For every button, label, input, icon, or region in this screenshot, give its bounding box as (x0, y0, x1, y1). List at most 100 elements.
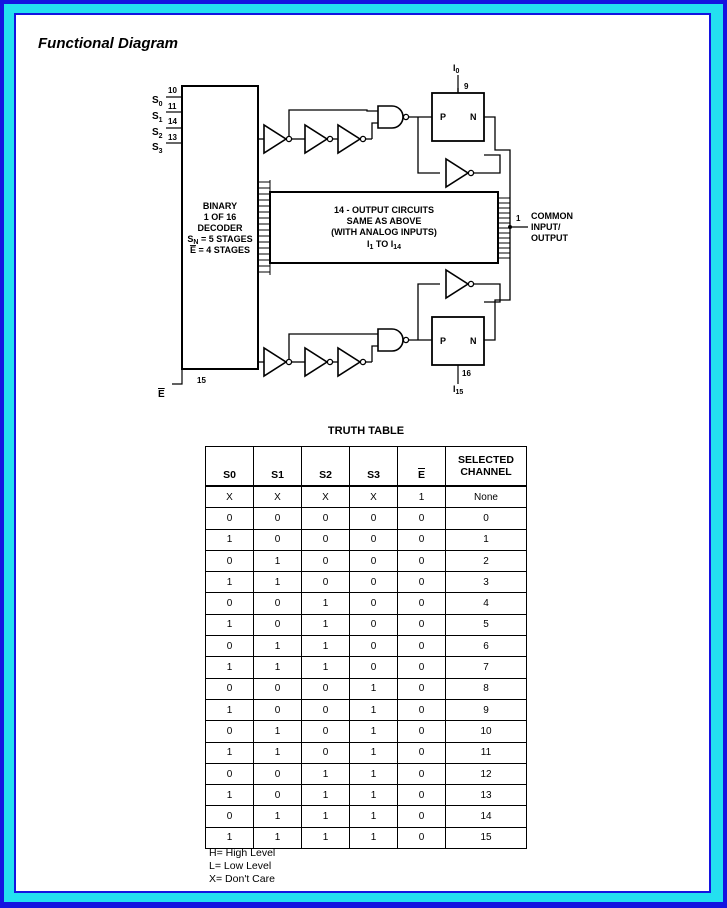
table-cell: 9 (445, 698, 527, 722)
bottom-chain-wires (258, 227, 511, 363)
table-cell: 1 (349, 741, 398, 764)
table-cell: X (301, 485, 350, 509)
common-output-label-2: INPUT/ (531, 222, 561, 232)
table-cell: 0 (253, 528, 302, 551)
table-cell: 0 (397, 762, 446, 786)
table-cell: 15 (445, 826, 527, 850)
buffer-bottom-2 (304, 347, 334, 377)
table-cell: X (253, 485, 302, 509)
table-cell: 0 (301, 549, 350, 573)
table-cell: 1 (301, 592, 350, 615)
decoder-label-1: BINARY (203, 201, 237, 211)
switch-top-p: P (440, 112, 446, 122)
table-cell: 0 (301, 571, 350, 594)
table-cell: 12 (445, 762, 527, 786)
decoder-label-3: DECODER (197, 223, 243, 233)
table-cell: 5 (445, 613, 527, 637)
header-s1: S1 (253, 446, 302, 487)
table-cell: 1 (349, 762, 398, 786)
table-cell: 1 (301, 784, 350, 807)
table-cell: 0 (397, 528, 446, 551)
table-cell: 1 (205, 528, 254, 551)
select-input-s2: S2 (152, 127, 163, 140)
table-cell: 1 (253, 826, 302, 850)
switch-bottom-n: N (470, 336, 477, 346)
table-cell: 0 (301, 528, 350, 551)
table-cell: 1 (253, 549, 302, 573)
enable-line (172, 369, 183, 385)
table-cell: 0 (349, 571, 398, 594)
table-cell: 0 (301, 677, 350, 700)
table-cell: 1 (253, 720, 302, 743)
switch-box-bottom (431, 316, 485, 366)
table-cell: 0 (205, 677, 254, 700)
buffer-bottom-3 (337, 347, 367, 377)
pin-10: 10 (168, 86, 177, 95)
decoder-output-lines (257, 180, 271, 275)
table-cell: 1 (349, 805, 398, 828)
table-cell: 0 (253, 784, 302, 807)
top-chain-wires (258, 88, 511, 227)
legend-low: L= Low Level (209, 860, 272, 872)
table-cell: 1 (301, 762, 350, 786)
legend: H= High Level L= Low Level X= Don't Care (209, 847, 275, 886)
middle-box-line-1: 14 - OUTPUT CIRCUITS (334, 205, 434, 215)
table-cell: 0 (253, 762, 302, 786)
table-cell: 0 (445, 507, 527, 530)
table-cell: 0 (301, 741, 350, 764)
table-cell: 1 (349, 826, 398, 850)
table-cell: None (445, 485, 527, 509)
middle-box-line-2: SAME AS ABOVE (347, 216, 422, 226)
table-cell: 1 (205, 571, 254, 594)
feedback-buffer-bottom (445, 269, 475, 299)
pin-11: 11 (168, 102, 177, 111)
table-cell: 1 (205, 784, 254, 807)
common-output-label-3: OUTPUT (531, 233, 569, 243)
input-i0: I0 (453, 63, 460, 75)
table-cell: 1 (349, 784, 398, 807)
table-cell: 0 (349, 613, 398, 637)
table-cell: 1 (301, 805, 350, 828)
common-output-label-1: COMMON (531, 211, 573, 221)
table-cell: 0 (205, 592, 254, 615)
table-cell: 1 (301, 656, 350, 679)
table-cell: 1 (349, 677, 398, 700)
table-cell: 1 (301, 635, 350, 658)
feedback-buffer-top (445, 158, 475, 188)
select-input-s1: S1 (152, 111, 163, 124)
table-cell: 0 (397, 592, 446, 615)
pin-16: 16 (462, 369, 471, 378)
table-cell: 1 (205, 826, 254, 850)
buffer-bottom-1 (263, 347, 293, 377)
table-cell: 0 (349, 656, 398, 679)
table-cell: 10 (445, 720, 527, 743)
table-cell: 0 (349, 528, 398, 551)
header-s3: S3 (349, 446, 398, 487)
nand-gate-top (377, 105, 410, 129)
table-cell: 0 (205, 635, 254, 658)
table-cell: 0 (349, 635, 398, 658)
table-cell: 0 (397, 698, 446, 722)
table-cell: 1 (349, 720, 398, 743)
truth-table-title: TRUTH TABLE (327, 425, 405, 437)
functional-diagram: BINARY 1 OF 16 DECODER SN = 5 STAGES E =… (152, 63, 573, 400)
pin-9: 9 (464, 82, 469, 91)
table-cell: 3 (445, 571, 527, 594)
pin-1: 1 (516, 214, 521, 223)
page-title: Functional Diagram (38, 35, 179, 52)
table-cell: 0 (253, 592, 302, 615)
